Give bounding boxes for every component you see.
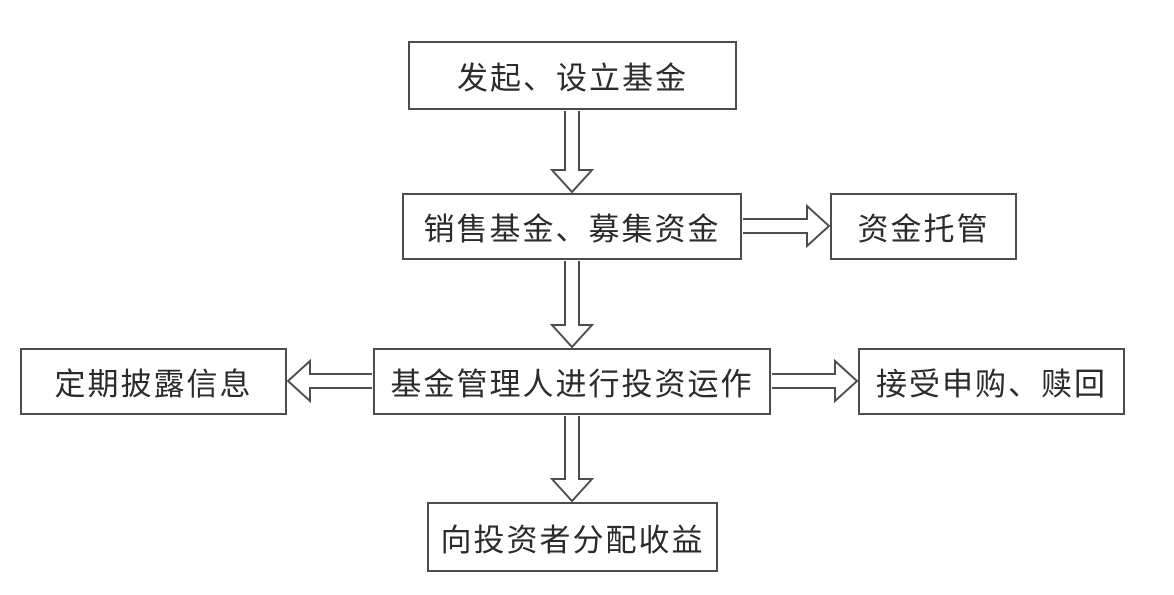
arrow-sell-to-manage xyxy=(549,261,595,349)
node-initiate: 发起、设立基金 xyxy=(408,41,737,110)
node-distribute: 向投资者分配收益 xyxy=(427,502,718,572)
node-redeem: 接受申购、赎回 xyxy=(858,348,1125,415)
node-manage-label: 基金管理人进行投资运作 xyxy=(390,367,754,402)
node-initiate-label: 发起、设立基金 xyxy=(457,61,688,96)
node-redeem-label: 接受申购、赎回 xyxy=(876,367,1107,402)
node-disclose-label: 定期披露信息 xyxy=(54,367,253,402)
node-custody-label: 资金托管 xyxy=(857,212,990,247)
arrow-sell-to-custody xyxy=(743,203,831,249)
node-sell: 销售基金、募集资金 xyxy=(402,193,742,260)
node-manage: 基金管理人进行投资运作 xyxy=(373,348,771,415)
node-custody: 资金托管 xyxy=(830,193,1017,260)
node-disclose: 定期披露信息 xyxy=(20,348,287,415)
arrow-manage-to-disclose xyxy=(286,358,372,404)
arrow-manage-to-redeem xyxy=(772,358,859,404)
arrow-manage-to-distribute xyxy=(549,416,595,503)
node-distribute-label: 向投资者分配收益 xyxy=(440,522,705,558)
arrow-initiate-to-sell xyxy=(549,111,595,194)
node-sell-label: 销售基金、募集资金 xyxy=(423,212,721,247)
